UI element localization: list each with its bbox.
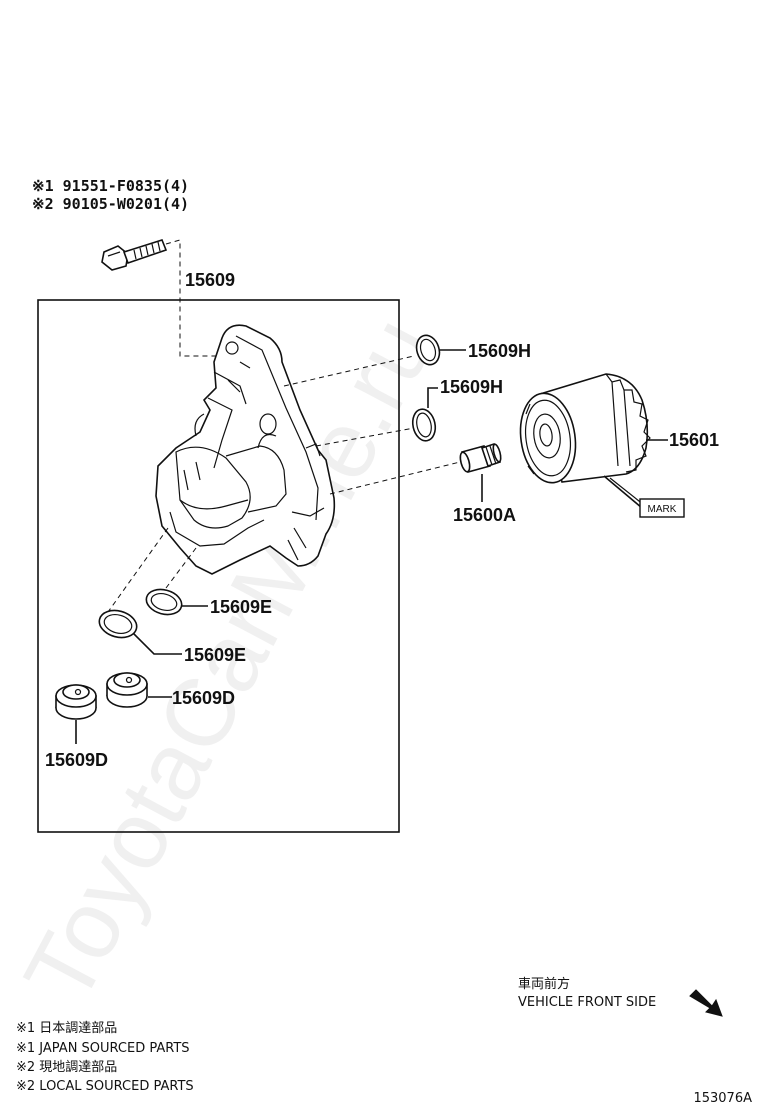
legend-line-4: ※2 LOCAL SOURCED PARTS <box>16 1079 194 1094</box>
figure-number: 153076A <box>693 1091 752 1106</box>
oil-filter-housing[interactable] <box>155 324 336 575</box>
housing-part-label[interactable]: 15609 <box>185 270 235 290</box>
legend-line-2: ※1 JAPAN SOURCED PARTS <box>16 1041 190 1056</box>
bolt[interactable] <box>101 239 168 271</box>
union-fitting[interactable] <box>459 442 503 473</box>
o-ring-upper[interactable] <box>413 332 443 367</box>
bolt-part-number-local[interactable]: ※2 90105-W0201(4) <box>32 195 189 213</box>
mark-label-box <box>639 498 685 518</box>
o-ring-middle[interactable] <box>410 407 438 443</box>
gasket-left-part-label[interactable]: 15609E <box>184 645 246 665</box>
gasket-right-part-label[interactable]: 15609E <box>210 597 272 617</box>
direction-japanese: 車両前方 <box>518 976 570 992</box>
direction-english: VEHICLE FRONT SIDE <box>518 995 656 1010</box>
plug-left[interactable] <box>55 684 97 720</box>
plug-right-part-label[interactable]: 15609D <box>172 688 235 708</box>
gasket-right[interactable] <box>144 586 185 618</box>
union-part-label[interactable]: 15600A <box>453 505 516 525</box>
oil-filter-part-label[interactable]: 15601 <box>669 430 719 450</box>
o-ring-middle-part-label[interactable]: 15609H <box>440 377 503 397</box>
housing-assembly-frame <box>37 299 400 833</box>
arrow-down-right-icon <box>689 989 723 1017</box>
bolt-part-number-japan[interactable]: ※1 91551-F0835(4) <box>32 177 189 195</box>
gasket-left[interactable] <box>96 607 139 642</box>
plug-left-part-label[interactable]: 15609D <box>45 750 108 770</box>
mark-label: MARK <box>648 504 677 515</box>
legend-line-3: ※2 現地調達部品 <box>16 1060 117 1075</box>
plug-right[interactable] <box>106 672 148 708</box>
oil-filter[interactable] <box>515 373 651 486</box>
legend-line-1: ※1 日本調達部品 <box>16 1021 117 1036</box>
o-ring-upper-part-label[interactable]: 15609H <box>468 341 531 361</box>
